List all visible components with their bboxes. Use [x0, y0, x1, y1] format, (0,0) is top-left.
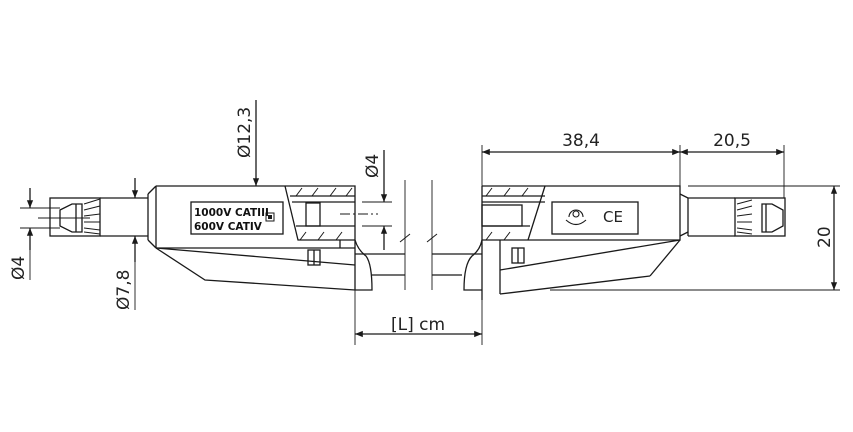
dim-socket-diameter: Ø4	[363, 154, 383, 178]
right-plug-tip	[679, 193, 786, 237]
rating-line-2: 600V CATIV	[194, 221, 263, 233]
dim-body-diameter: Ø12,3	[235, 107, 255, 158]
dim-height: 20	[815, 226, 835, 248]
left-plug-tip	[49, 185, 157, 249]
left-connector-body	[155, 185, 356, 291]
dim-sleeve-diameter: Ø7,8	[114, 270, 134, 310]
rating-label-box	[190, 201, 284, 235]
approval-marks-box	[551, 201, 639, 235]
ce-mark-icon: CE	[603, 208, 623, 226]
dim-plug-length: 20,5	[713, 131, 751, 151]
recycling-mark-icon	[565, 209, 587, 226]
rating-line-1: 1000V CATIII	[194, 207, 269, 219]
dim-plug-diameter: Ø4	[9, 256, 29, 280]
dim-cable-length: [L] cm	[391, 315, 445, 335]
right-connector-body	[481, 185, 681, 300]
dim-body-length: 38,4	[562, 131, 600, 151]
